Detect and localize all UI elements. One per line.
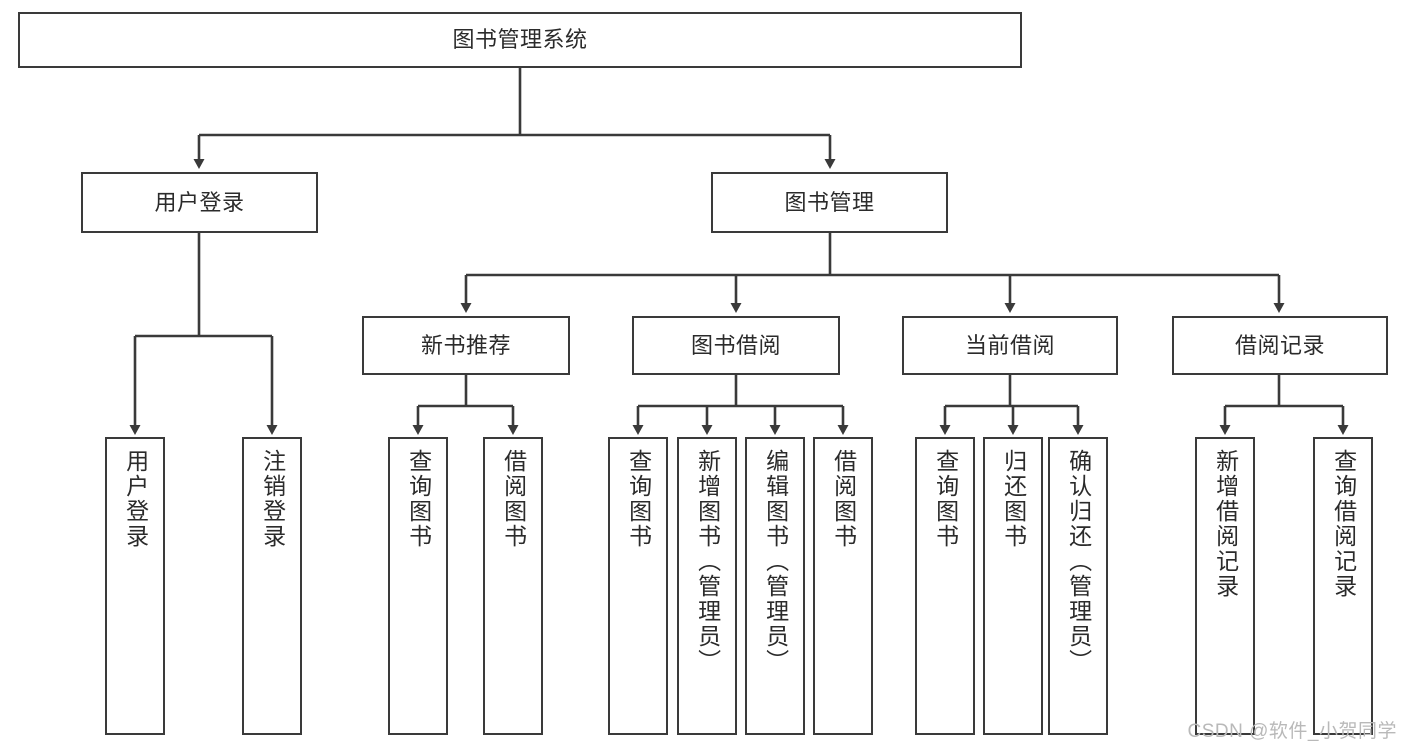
node-leaf-user-login-label: 用户登录 (122, 449, 149, 549)
node-user-login[interactable]: 用户登录 (81, 172, 318, 233)
node-root[interactable]: 图书管理系统 (18, 12, 1022, 68)
node-leaf-query-book-c[interactable]: 查询图书 (915, 437, 975, 735)
node-leaf-borrow-book-b-label: 借阅图书 (830, 449, 857, 549)
node-book-borrow[interactable]: 图书借阅 (632, 316, 840, 375)
node-new-book-recommend-label: 新书推荐 (420, 332, 511, 358)
node-leaf-add-record[interactable]: 新增借阅记录 (1195, 437, 1255, 735)
node-leaf-query-book-a-label: 查询图书 (405, 449, 432, 549)
node-leaf-add-record-label: 新增借阅记录 (1212, 449, 1239, 599)
node-leaf-borrow-book-b[interactable]: 借阅图书 (813, 437, 873, 735)
node-book-borrow-label: 图书借阅 (690, 332, 781, 358)
node-user-login-label: 用户登录 (154, 189, 245, 215)
node-leaf-return-book-label: 归还图书 (1000, 449, 1027, 549)
node-leaf-logout-label: 注销登录 (259, 449, 286, 549)
node-leaf-query-book-a[interactable]: 查询图书 (388, 437, 448, 735)
node-book-management-label: 图书管理 (784, 189, 875, 215)
node-leaf-edit-book-label: 编辑图书（管理员） (762, 449, 789, 674)
node-current-borrow-label: 当前借阅 (964, 332, 1055, 358)
node-leaf-logout[interactable]: 注销登录 (242, 437, 302, 735)
node-leaf-confirm-return-label: 确认归还（管理员） (1065, 449, 1092, 674)
node-leaf-confirm-return[interactable]: 确认归还（管理员） (1048, 437, 1108, 735)
node-leaf-query-record-label: 查询借阅记录 (1330, 449, 1357, 599)
node-borrow-record[interactable]: 借阅记录 (1172, 316, 1388, 375)
node-leaf-query-book-b-label: 查询图书 (625, 449, 652, 549)
node-leaf-add-book[interactable]: 新增图书（管理员） (677, 437, 737, 735)
node-leaf-return-book[interactable]: 归还图书 (983, 437, 1043, 735)
node-leaf-user-login[interactable]: 用户登录 (105, 437, 165, 735)
node-leaf-query-book-b[interactable]: 查询图书 (608, 437, 668, 735)
node-new-book-recommend[interactable]: 新书推荐 (362, 316, 570, 375)
node-borrow-record-label: 借阅记录 (1234, 332, 1325, 358)
node-leaf-add-book-label: 新增图书（管理员） (694, 449, 721, 674)
node-root-label: 图书管理系统 (452, 27, 588, 53)
watermark: CSDN @软件_小贺同学 (1187, 721, 1397, 742)
node-leaf-borrow-book-a[interactable]: 借阅图书 (483, 437, 543, 735)
node-current-borrow[interactable]: 当前借阅 (902, 316, 1118, 375)
node-book-management[interactable]: 图书管理 (711, 172, 948, 233)
node-leaf-query-book-c-label: 查询图书 (932, 449, 959, 549)
node-leaf-query-record[interactable]: 查询借阅记录 (1313, 437, 1373, 735)
node-leaf-edit-book[interactable]: 编辑图书（管理员） (745, 437, 805, 735)
node-leaf-borrow-book-a-label: 借阅图书 (500, 449, 527, 549)
